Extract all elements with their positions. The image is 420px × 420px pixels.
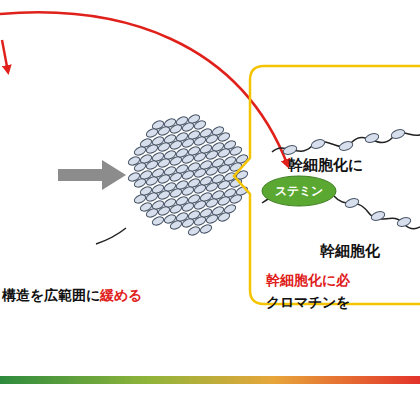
nucleosome xyxy=(151,215,165,227)
nucleosome xyxy=(396,216,412,228)
nucleosome xyxy=(199,223,213,235)
gradient-bar xyxy=(0,376,420,384)
nucleosome xyxy=(364,132,380,144)
caption-text: クロマチンを xyxy=(266,294,350,312)
gray-arrow xyxy=(58,160,126,190)
red-arrow xyxy=(0,12,288,166)
dna-strand xyxy=(334,196,420,229)
nucleosome xyxy=(169,219,183,231)
callout-outline xyxy=(234,66,420,304)
node-text: 幹細胞化に xyxy=(288,156,363,175)
caption-text: 構造を広範囲に xyxy=(2,287,100,305)
node-text: 幹細胞化 xyxy=(320,242,380,261)
caption-emphasis: 幹細胞化に必 xyxy=(266,272,350,290)
nucleosome xyxy=(390,128,406,140)
nucleosome xyxy=(187,225,201,237)
ellipse-outline xyxy=(262,176,336,206)
node-text: ステミン xyxy=(275,183,323,200)
caption-emphasis: 緩める xyxy=(100,287,142,305)
nucleosome xyxy=(282,144,298,156)
nucleosome xyxy=(338,140,354,152)
dna-strand xyxy=(96,228,126,244)
callout-box: 幹細胞化に幹細胞化 ステミン xyxy=(250,66,420,304)
nucleosome xyxy=(217,211,231,223)
nucleosome xyxy=(205,213,219,225)
red-arrow-partial xyxy=(2,40,8,72)
nucleosome xyxy=(310,138,326,150)
nucleosome xyxy=(344,197,360,209)
nucleosome xyxy=(370,210,386,222)
nucleosome xyxy=(229,193,243,205)
condensed-chromatin xyxy=(127,113,249,237)
stemin-ellipse: ステミン xyxy=(262,176,336,206)
